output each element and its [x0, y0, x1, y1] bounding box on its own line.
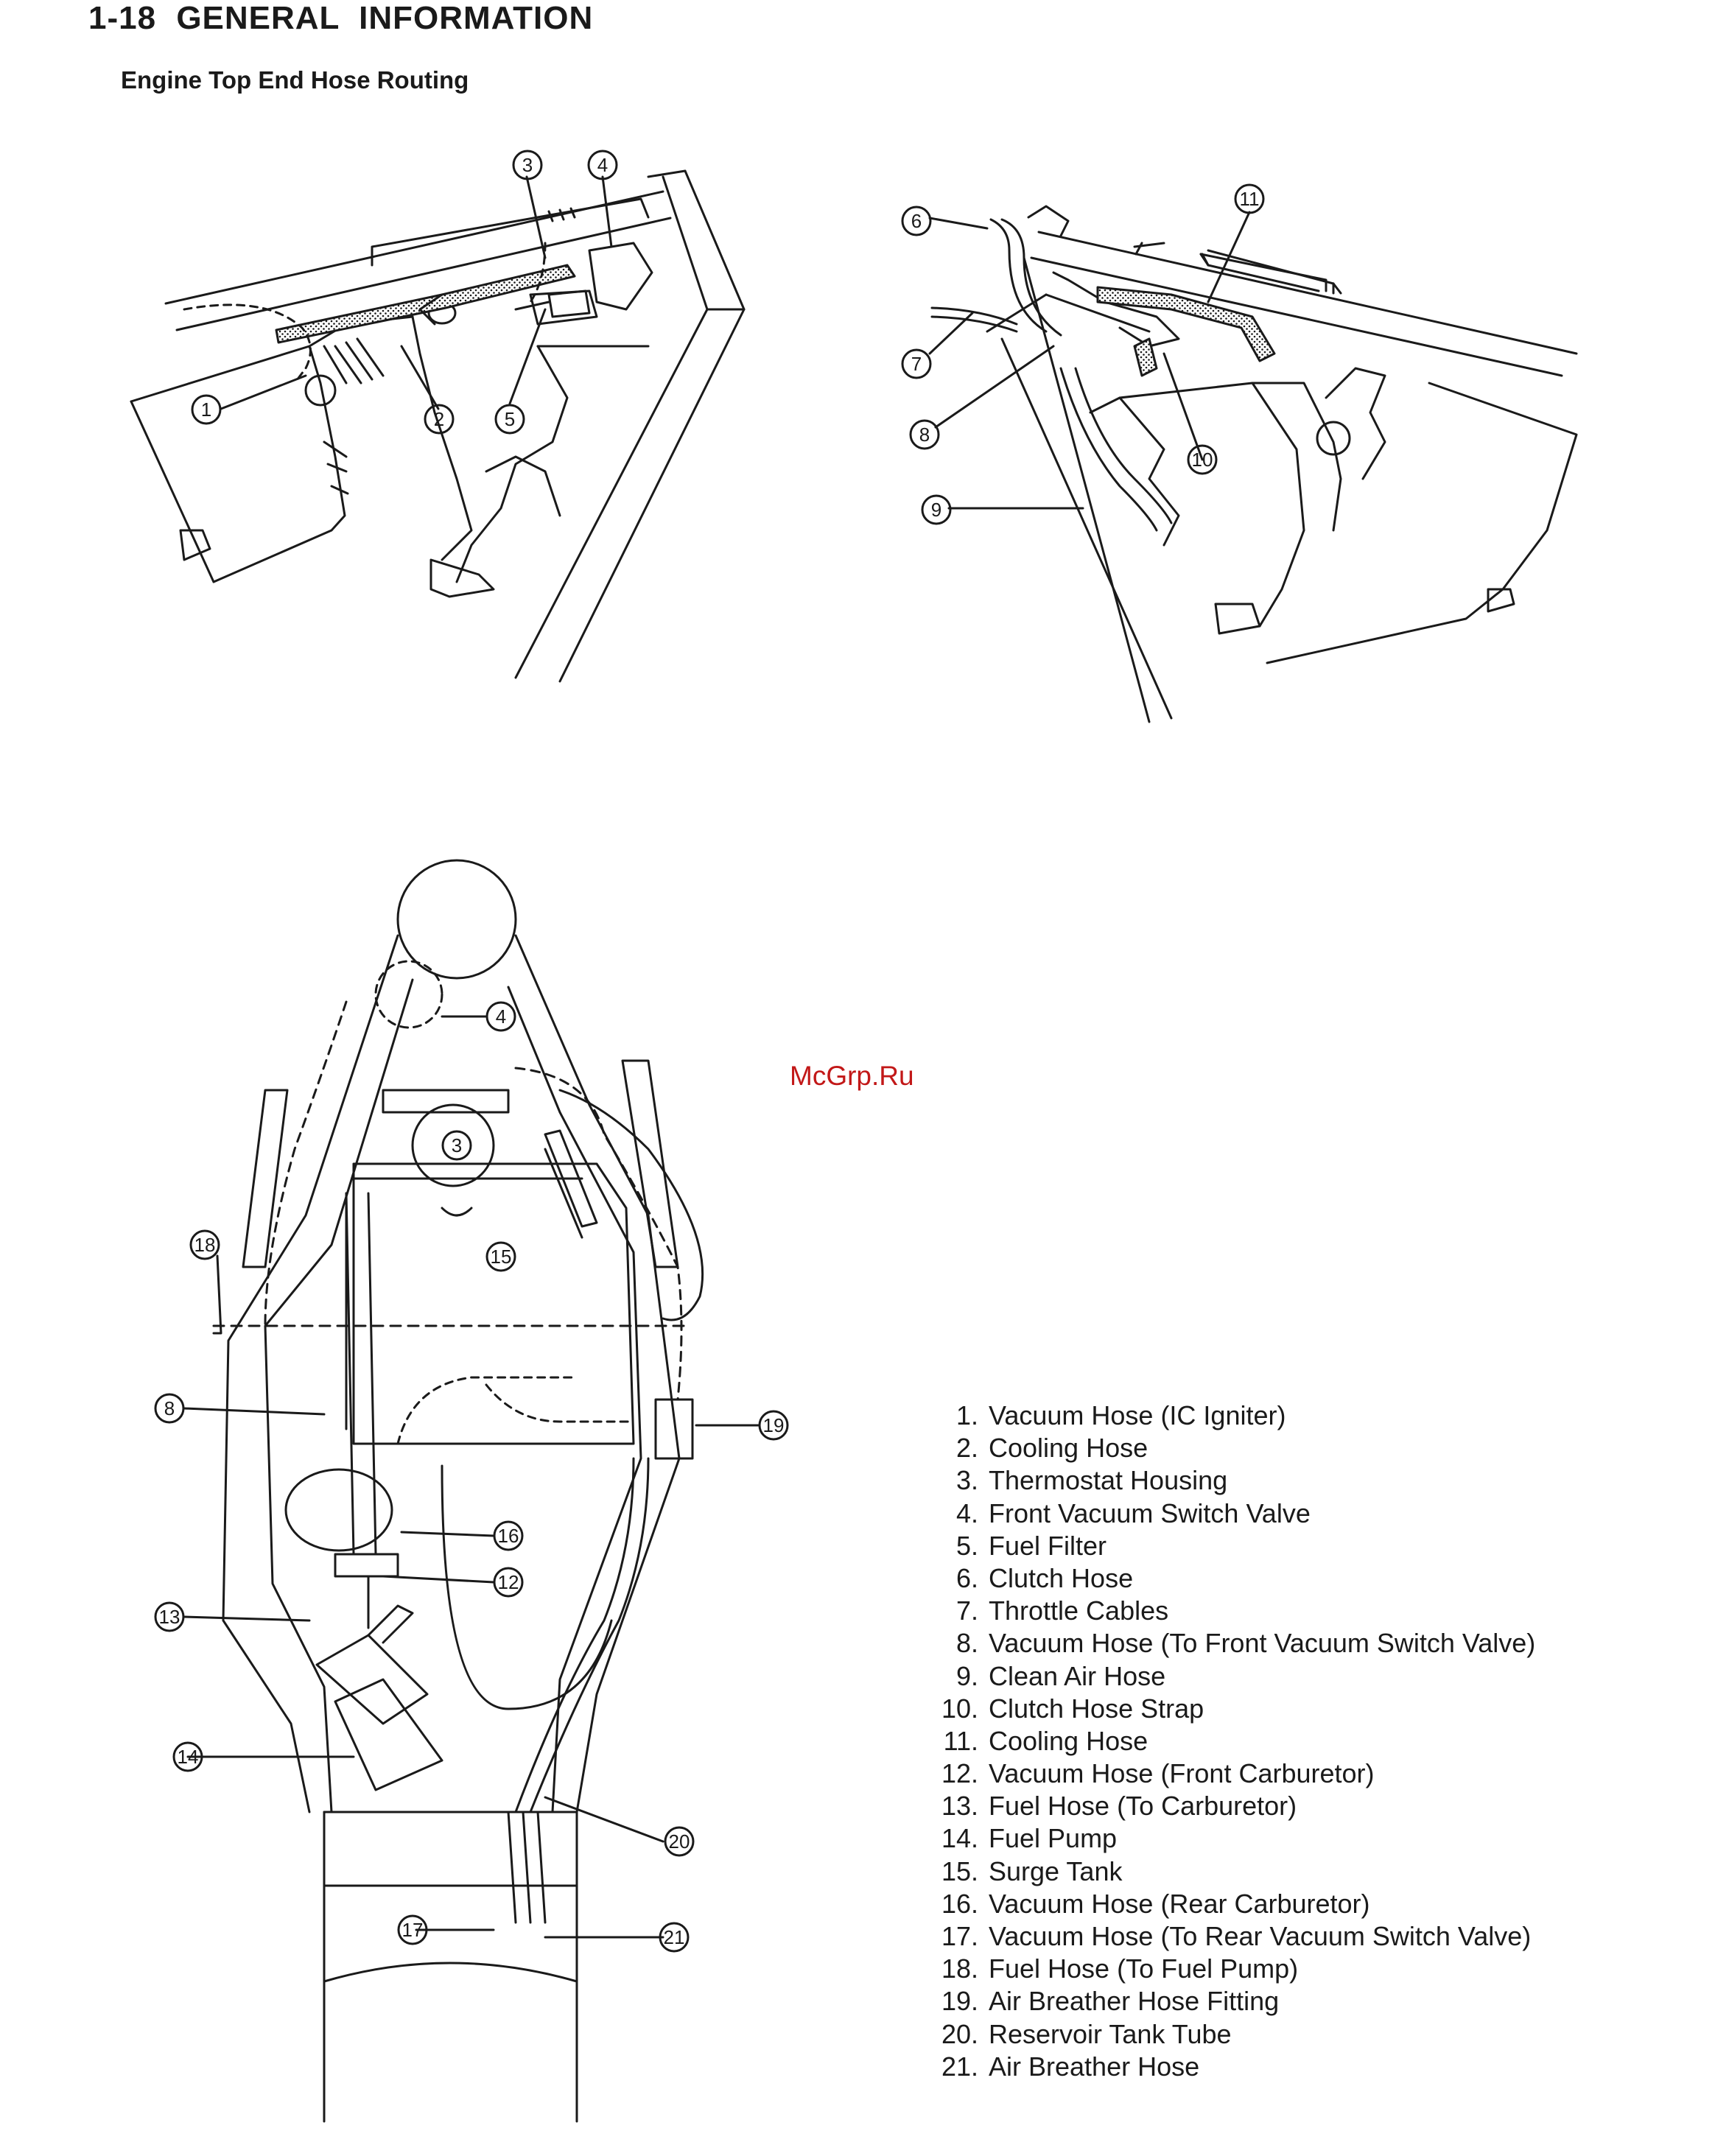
fig-a-callout-3: 3 [522, 154, 533, 176]
page-number: 1-18 [88, 0, 157, 36]
fig-c-callout-15: 15 [491, 1246, 512, 1268]
fig-c-callout-12: 12 [498, 1571, 519, 1593]
legend-item: 13.Fuel Hose (To Carburetor) [941, 1791, 1297, 1822]
fig-c-callout-18: 18 [194, 1234, 216, 1256]
fig-c-callout-17: 17 [402, 1919, 424, 1941]
legend-item: 9.Clean Air Hose [955, 1660, 1166, 1691]
fig-b-callout-7: 7 [911, 353, 922, 375]
fig-c-callout-13: 13 [159, 1606, 180, 1628]
page-header: 1-18 GENERAL INFORMATION [88, 0, 593, 37]
legend-item: 8.Vacuum Hose (To Front Vacuum Switch Va… [955, 1628, 1536, 1659]
fig-c-callout-21: 21 [664, 1926, 685, 1948]
fig-b-callout-6: 6 [911, 210, 922, 232]
legend-item: 10.Clutch Hose Strap [941, 1693, 1204, 1724]
fig-c-callout-16: 16 [498, 1525, 519, 1547]
fig-b-callout-8: 8 [919, 424, 930, 446]
fig-c-callout-14: 14 [178, 1746, 199, 1768]
legend-item: 16.Vacuum Hose (Rear Carburetor) [941, 1888, 1370, 1919]
fig-b-callout-11: 11 [1240, 188, 1260, 210]
legend-item: 4.Front Vacuum Switch Valve [955, 1497, 1311, 1528]
fig-c-callout-19: 19 [763, 1414, 785, 1436]
legend-item: 6.Clutch Hose [955, 1562, 1134, 1593]
section-title: GENERAL INFORMATION [176, 0, 594, 36]
legend-item: 15.Surge Tank [941, 1855, 1123, 1886]
fig-b-callout-9: 9 [931, 499, 941, 521]
fig-c-callout-20: 20 [669, 1830, 690, 1853]
figure-b-drawing [901, 183, 1578, 723]
fig-a-callout-5: 5 [505, 408, 515, 430]
parts-legend: 1.Vacuum Hose (IC Igniter) 2.Cooling Hos… [913, 1400, 1535, 2083]
figure-subtitle: Engine Top End Hose Routing [121, 66, 469, 94]
fig-c-callout-3: 3 [452, 1134, 462, 1156]
fig-a-callout-4: 4 [597, 154, 608, 176]
legend-item: 18.Fuel Hose (To Fuel Pump) [941, 1953, 1299, 1984]
legend-item: 21.Air Breather Hose [941, 2051, 1200, 2082]
fig-b-callout-10: 10 [1192, 449, 1213, 471]
legend-item: 3.Thermostat Housing [955, 1465, 1228, 1496]
legend-item: 5.Fuel Filter [955, 1530, 1107, 1561]
fig-c-callout-8: 8 [164, 1397, 175, 1419]
figure-c-drawing [154, 859, 789, 2123]
fig-a-callout-1: 1 [201, 398, 211, 421]
legend-item: 19.Air Breather Hose Fitting [941, 1986, 1280, 2017]
figure-a-drawing [130, 150, 746, 683]
fig-a-callout-2: 2 [434, 408, 444, 430]
legend-item: 2.Cooling Hose [955, 1433, 1148, 1464]
legend-item: 1.Vacuum Hose (IC Igniter) [955, 1400, 1286, 1430]
watermark: McGrp.Ru [790, 1061, 914, 1091]
legend-item: 17.Vacuum Hose (To Rear Vacuum Switch Va… [941, 1921, 1532, 1951]
legend-item: 7.Throttle Cables [955, 1595, 1169, 1626]
legend-item: 11.Cooling Hose [943, 1725, 1148, 1756]
legend-item: 14.Fuel Pump [941, 1823, 1118, 1854]
legend-item: 12.Vacuum Hose (Front Carburetor) [941, 1758, 1375, 1789]
fig-c-callout-4: 4 [496, 1005, 506, 1028]
legend-item: 20.Reservoir Tank Tube [941, 2018, 1232, 2049]
